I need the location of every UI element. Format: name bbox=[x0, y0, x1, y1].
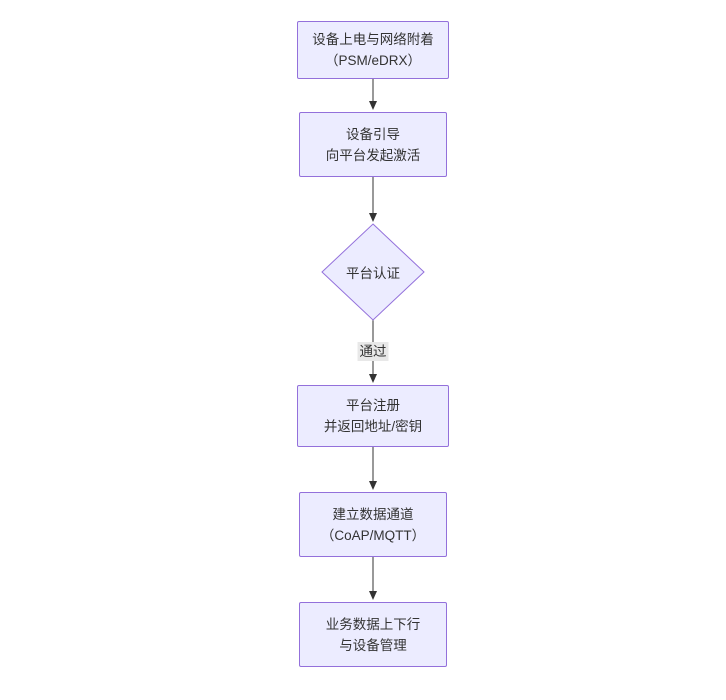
node-business: 业务数据上下行 与设备管理 bbox=[299, 602, 447, 667]
node-business-line2: 与设备管理 bbox=[339, 637, 407, 653]
node-business-line1: 业务数据上下行 bbox=[325, 616, 421, 632]
node-register-line1: 平台注册 bbox=[346, 398, 400, 413]
node-power-attach-line2: （PSM/eDRX） bbox=[324, 53, 422, 68]
node-channel-line1: 建立数据通道 bbox=[332, 506, 414, 522]
node-bootstrap-line1: 设备引导 bbox=[346, 126, 400, 142]
node-channel-line2: （CoAP/MQTT） bbox=[320, 527, 426, 543]
decision-diamond-shape bbox=[321, 223, 425, 321]
node-register-line2: 并返回地址/密钥 bbox=[323, 419, 423, 434]
edge-label-pass: 通过 bbox=[357, 342, 389, 361]
node-bootstrap-line2: 向平台发起激活 bbox=[325, 147, 421, 163]
node-bootstrap: 设备引导 向平台发起激活 bbox=[299, 112, 447, 177]
node-power-attach: 设备上电与网络附着 （PSM/eDRX） bbox=[297, 21, 449, 79]
node-auth-label: 平台认证 bbox=[346, 266, 400, 281]
node-register: 平台注册 并返回地址/密钥 bbox=[297, 385, 449, 447]
node-power-attach-line1: 设备上电与网络附着 bbox=[312, 32, 434, 47]
node-channel: 建立数据通道 （CoAP/MQTT） bbox=[299, 492, 447, 557]
